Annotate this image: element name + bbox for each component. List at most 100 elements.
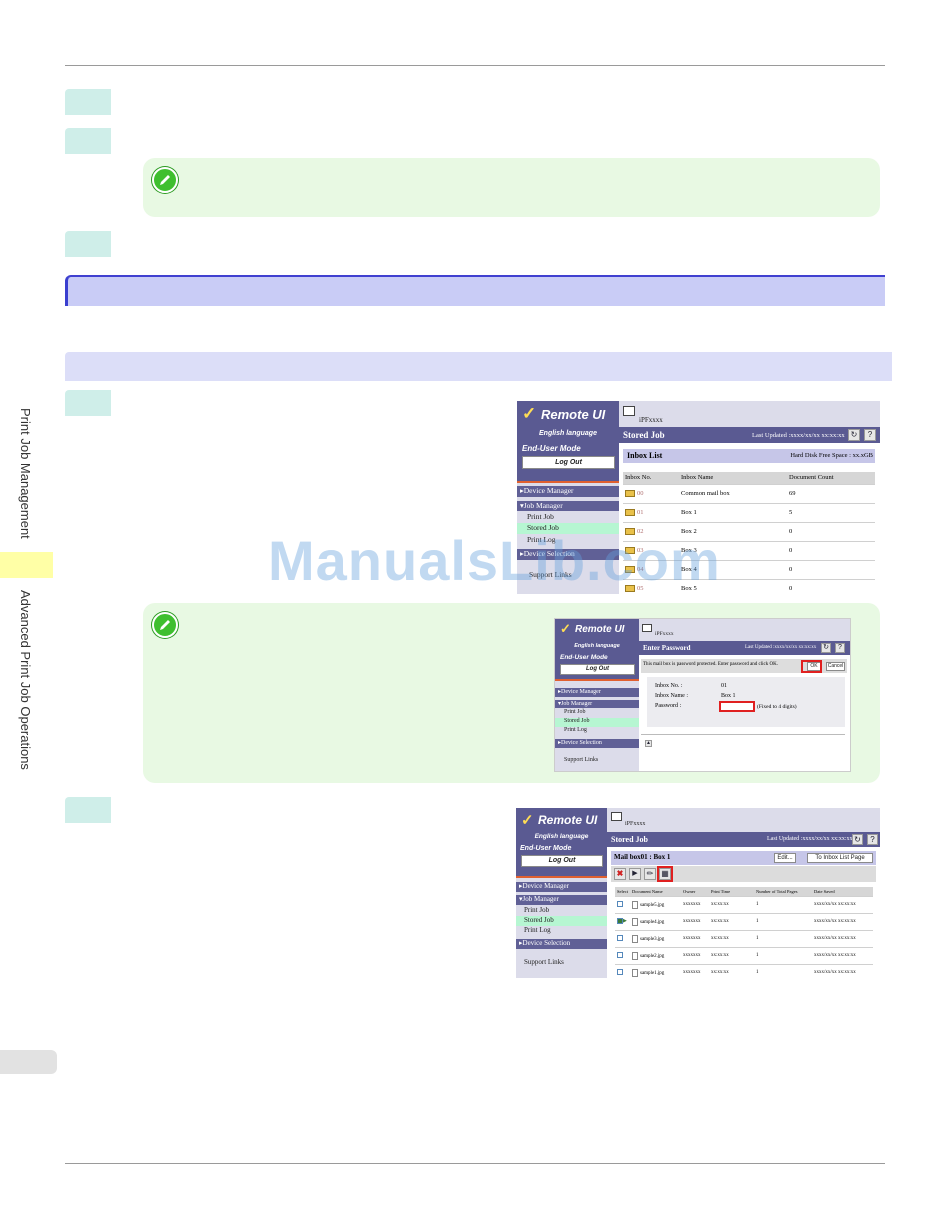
rui-sidebar: ✓ Remote UI English language End-User Mo…: [516, 808, 607, 978]
rui-main: iPFxxxx Stored Job Last Updated :xxxx/xx…: [619, 401, 880, 594]
remote-ui-logo-icon: ✓: [560, 621, 571, 636]
rui-last-updated: Last Updated :xxxx/xx/xx xx:xx:xx: [752, 432, 845, 439]
print-icon[interactable]: ▶: [629, 868, 641, 880]
rui-device-name: iPFxxxx: [639, 416, 663, 424]
col-inbox-name: Inbox Name: [679, 472, 787, 485]
rui-page-title: Stored Job: [623, 430, 665, 440]
col-document-count: Document Count: [787, 472, 875, 485]
rui-divider: [555, 679, 639, 681]
rui-menu-support-links[interactable]: Support Links: [524, 958, 564, 966]
row-checkbox-checked[interactable]: [617, 918, 623, 925]
rui-menu-print-log[interactable]: Print Log: [527, 535, 556, 544]
rui-mailbox-bar: Mail box01 : Box 1 Edit... To Inbox List…: [611, 851, 876, 865]
rui-language[interactable]: English language: [574, 643, 620, 649]
step-marker-3: [65, 231, 111, 257]
rui-menu-print-log[interactable]: Print Log: [564, 727, 587, 733]
edit-document-icon[interactable]: ✏: [644, 868, 656, 880]
chapter-side-label: Print Job Management: [18, 408, 33, 539]
rui-menu-print-job[interactable]: Print Job: [524, 906, 550, 914]
note-pencil-icon: [152, 612, 178, 638]
printer-icon: [611, 812, 622, 821]
rui-to-inbox-list-button[interactable]: To Inbox List Page: [807, 853, 873, 863]
rui-menu-print-job[interactable]: Print Job: [564, 709, 586, 715]
rui-menu-job-manager[interactable]: ▾Job Manager: [517, 501, 619, 511]
rui-divider: [517, 481, 619, 483]
rui-inbox-name-value: Box 1: [721, 693, 736, 699]
rui-menu-stored-job[interactable]: Stored Job: [516, 916, 607, 926]
row-checkbox[interactable]: [617, 935, 623, 942]
rui-logout-button[interactable]: Log Out: [522, 456, 615, 469]
rui-main: iPFxxxx Stored Job Last Updated :xxxx/xx…: [607, 808, 880, 978]
col-print-time: Print Time: [709, 887, 754, 897]
help-icon[interactable]: ?: [835, 643, 845, 653]
rui-menu-support-links[interactable]: Support Links: [564, 757, 599, 763]
rui-mode: End-User Mode: [560, 654, 608, 661]
step-marker-4: [65, 390, 111, 416]
rui-menu-print-log[interactable]: Print Log: [524, 926, 551, 934]
remote-ui-logo-icon: ✓: [522, 404, 537, 423]
rui-menu-support-links[interactable]: Support Links: [529, 570, 572, 579]
rui-sidebar: ✓ Remote UI English language End-User Mo…: [517, 401, 619, 594]
rui-language[interactable]: English language: [534, 833, 589, 840]
rui-menu-job-manager[interactable]: ▾Job Manager: [555, 700, 639, 708]
help-icon[interactable]: ?: [867, 834, 878, 845]
rui-password-input[interactable]: [719, 701, 755, 712]
rui-page-title: Enter Password: [643, 644, 691, 652]
move-document-icon[interactable]: ▦: [659, 868, 671, 880]
rui-device-name: iPFxxxx: [655, 631, 674, 637]
rui-menu-device-manager[interactable]: ▸Device Manager: [516, 882, 607, 892]
rui-language[interactable]: English language: [539, 430, 597, 437]
rui-inbox-list-title: Inbox List: [627, 451, 663, 460]
rui-menu-device-manager[interactable]: ▸Device Manager: [555, 688, 639, 697]
rui-cancel-button[interactable]: Cancel: [826, 662, 845, 671]
rui-toolbar: ✖ ▶ ✏ ▦: [611, 866, 876, 882]
rui-logo-text: Remote UI: [575, 624, 625, 635]
scroll-up-icon[interactable]: ▲: [645, 740, 652, 747]
rui-logo-area: ✓ Remote UI English language End-User Mo…: [555, 619, 639, 679]
row-checkbox[interactable]: [617, 952, 623, 959]
watermark: ManualsLib.com: [268, 529, 721, 592]
rui-menu-device-selection[interactable]: ▸Device Selection: [555, 739, 639, 748]
refresh-icon[interactable]: ↻: [848, 429, 860, 441]
remote-ui-screenshot-inbox-list: ✓ Remote UI English language End-User Mo…: [517, 401, 880, 594]
rui-menu-print-job[interactable]: Print Job: [527, 512, 554, 521]
section-side-label: Advanced Print Job Operations: [18, 590, 33, 770]
rui-logout-button[interactable]: Log Out: [560, 664, 635, 675]
rui-device-bar: iPFxxxx: [607, 808, 880, 832]
rui-logo-area: ✓ Remote UI English language End-User Mo…: [517, 401, 619, 481]
remote-ui-screenshot-enter-password: ✓ Remote UI English language End-User Mo…: [554, 618, 851, 772]
rui-logo-area: ✓ Remote UI English language End-User Mo…: [516, 808, 607, 876]
rui-menu-device-selection[interactable]: ▸Device Selection: [517, 549, 619, 560]
delete-icon[interactable]: ✖: [614, 868, 626, 880]
printer-icon: [642, 624, 652, 632]
rui-menu-stored-job[interactable]: Stored Job: [555, 718, 639, 727]
rui-last-updated: Last Updated :xxxx/xx/xx xx:xx:xx: [767, 836, 853, 842]
rui-sidebar: ✓ Remote UI English language End-User Mo…: [555, 619, 639, 771]
refresh-icon[interactable]: ↻: [821, 643, 831, 653]
col-date-saved: Date Saved: [812, 887, 873, 897]
rui-edit-button[interactable]: Edit...: [774, 853, 796, 863]
rui-device-bar: iPFxxxx: [639, 619, 850, 641]
rui-logout-button[interactable]: Log Out: [521, 855, 603, 867]
refresh-icon[interactable]: ↻: [852, 834, 863, 845]
rui-menu-stored-job[interactable]: Stored Job: [517, 523, 619, 534]
rui-menu-job-manager[interactable]: ▾Job Manager: [516, 895, 607, 905]
rui-menu-device-manager[interactable]: ▸Device Manager: [517, 486, 619, 497]
rui-menu-device-selection[interactable]: ▸Device Selection: [516, 939, 607, 949]
chapter-side-tab: [0, 552, 53, 578]
row-checkbox[interactable]: [617, 901, 623, 908]
help-icon[interactable]: ?: [864, 429, 876, 441]
row-checkbox[interactable]: [617, 969, 623, 976]
rui-title-bar: Stored Job Last Updated :xxxx/xx/xx xx:x…: [607, 832, 880, 847]
